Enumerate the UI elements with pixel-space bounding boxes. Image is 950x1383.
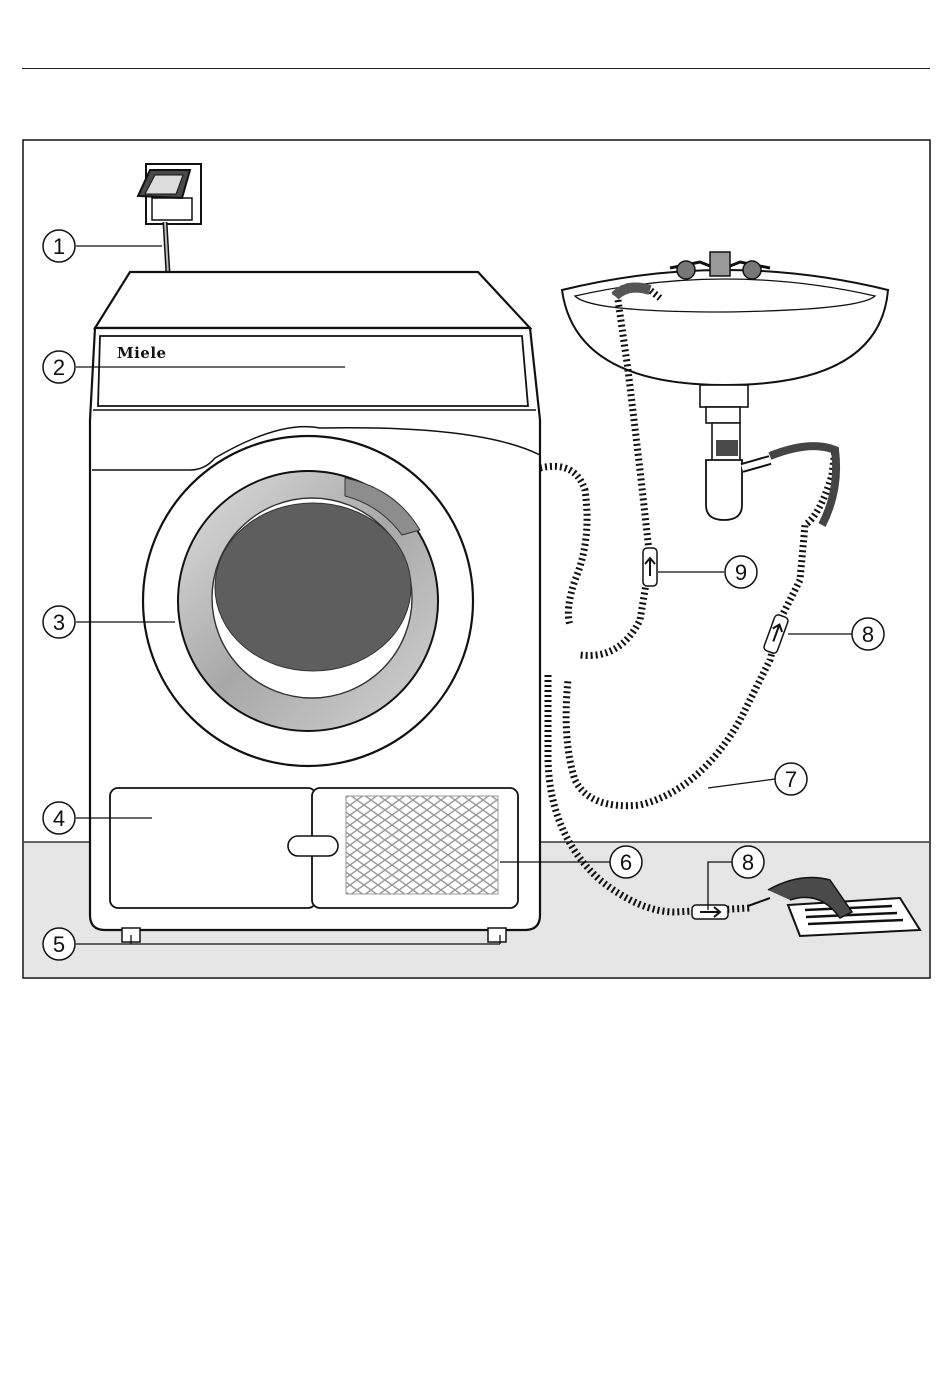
brand-logo: Miele <box>117 344 167 362</box>
svg-text:4: 4 <box>53 806 65 831</box>
svg-text:8: 8 <box>862 622 874 647</box>
svg-text:2: 2 <box>53 355 65 380</box>
callout-9: 9 <box>725 556 757 588</box>
wall-socket <box>138 164 201 224</box>
callout-5: 5 <box>43 928 75 960</box>
dryer-door <box>143 436 473 766</box>
callout-8-upper: 8 <box>852 618 884 650</box>
air-intake-grille <box>346 796 498 894</box>
svg-text:3: 3 <box>53 610 65 635</box>
callout-4: 4 <box>43 802 75 834</box>
svg-text:6: 6 <box>620 850 632 875</box>
svg-text:8: 8 <box>742 850 754 875</box>
callout-3: 3 <box>43 606 75 638</box>
callout-8-lower: 8 <box>732 846 764 878</box>
callout-7: 7 <box>775 763 807 795</box>
callout-2: 2 <box>43 351 75 383</box>
plinth-panels <box>110 788 518 908</box>
door-glass <box>215 503 411 671</box>
svg-text:5: 5 <box>53 932 65 957</box>
non-return-valve-8-lower <box>692 905 728 919</box>
callout-6: 6 <box>610 846 642 878</box>
svg-text:9: 9 <box>735 560 747 585</box>
svg-text:1: 1 <box>53 234 65 259</box>
callout-1: 1 <box>43 230 75 262</box>
svg-text:7: 7 <box>785 767 797 792</box>
non-return-valve-9 <box>643 548 657 586</box>
